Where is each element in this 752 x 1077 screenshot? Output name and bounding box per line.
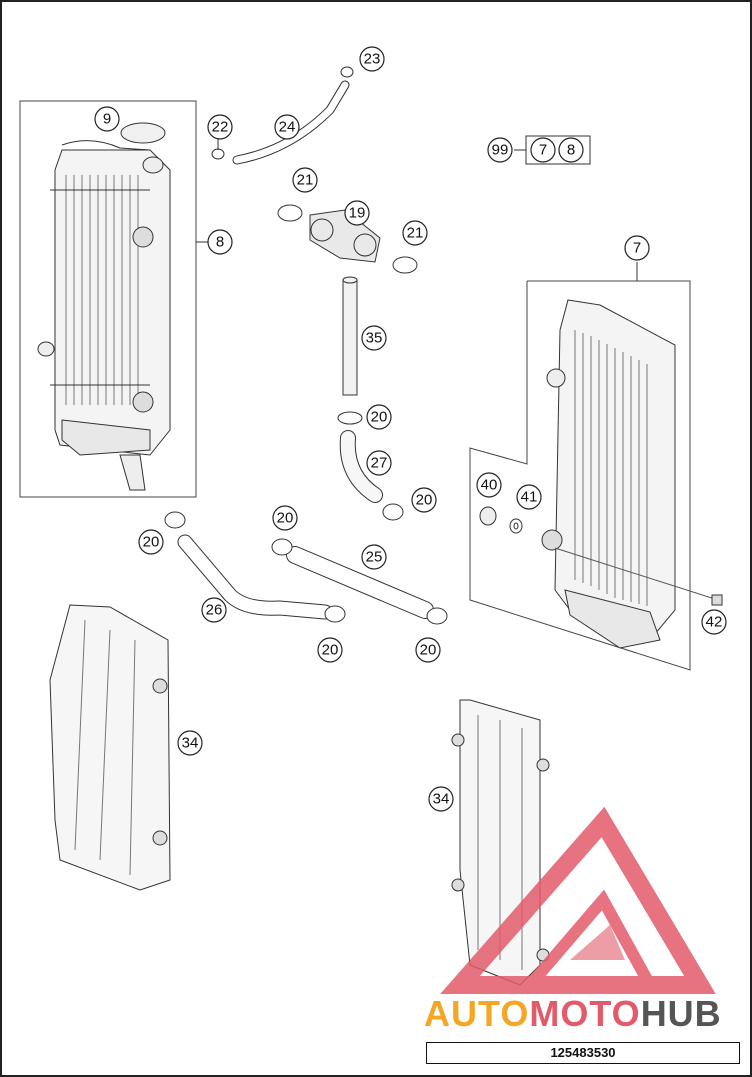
- callout-27: 27: [371, 455, 388, 472]
- clip-22: [211, 148, 225, 160]
- callout-19: 19: [349, 205, 366, 222]
- callout-20-mid: 20: [416, 492, 433, 509]
- kit-box: [514, 135, 591, 165]
- callout-8: 8: [216, 234, 224, 251]
- callout-26: 26: [206, 602, 223, 619]
- catalog-number-box: 125483530: [426, 1042, 740, 1064]
- hose-27: [339, 430, 383, 503]
- watermark-hub: HUB: [641, 993, 722, 1034]
- clamp-20-right: [382, 503, 404, 521]
- callout-20-left: 20: [143, 534, 160, 551]
- hose-24: [232, 80, 350, 165]
- callout-kit-8: 8: [567, 142, 575, 159]
- clamp-21-right: [392, 256, 418, 274]
- callout-40: 40: [481, 477, 498, 494]
- callout-kit-7: 7: [539, 142, 547, 159]
- screw-42: [554, 547, 723, 606]
- callout-21-left: 21: [297, 172, 314, 189]
- callout-kit-99: 99: [492, 142, 509, 159]
- callout-35: 35: [366, 330, 383, 347]
- callout-20-upper: 20: [371, 409, 388, 426]
- hose-25: [286, 546, 434, 619]
- clamps-20-lower: [164, 511, 448, 625]
- radiator-right: [469, 280, 691, 671]
- washer-41: [509, 518, 523, 534]
- callout-20-bottom-left: 20: [322, 642, 339, 659]
- radiator-left: [19, 100, 197, 498]
- callout-20-center: 20: [277, 510, 294, 527]
- callout-labels: 9 8 22 24 23 21 19 21 35 20 27 20 7 40 4…: [103, 51, 723, 808]
- callout-20-bottom-right: 20: [420, 642, 437, 659]
- callout-9: 9: [103, 111, 111, 128]
- catalog-number: 125483530: [550, 1045, 616, 1060]
- callout-25: 25: [366, 549, 383, 566]
- callout-41: 41: [521, 489, 538, 506]
- callout-34-right: 34: [433, 791, 450, 808]
- callout-24: 24: [279, 119, 296, 136]
- clip-23: [340, 66, 354, 78]
- callout-circles: [94, 46, 727, 812]
- watermark-moto: MOTO: [529, 993, 640, 1034]
- leader-lines: [196, 138, 638, 281]
- callout-42: 42: [706, 614, 723, 631]
- watermark-text: AUTOMOTOHUB: [424, 993, 722, 1034]
- callout-22: 22: [212, 119, 229, 136]
- spoiler-left: [49, 604, 171, 891]
- grommet-40: [479, 506, 497, 526]
- watermark-auto: AUTO: [424, 993, 529, 1034]
- pipe-35: [342, 276, 358, 396]
- callout-34-left: 34: [182, 735, 199, 752]
- callout-7: 7: [633, 240, 641, 257]
- clamp-20-upper: [337, 411, 363, 425]
- clamp-21-left: [277, 204, 303, 222]
- hose-26: [177, 534, 333, 620]
- watermark-logo: [440, 806, 716, 994]
- callout-21-right: 21: [407, 225, 424, 242]
- callout-23: 23: [364, 51, 381, 68]
